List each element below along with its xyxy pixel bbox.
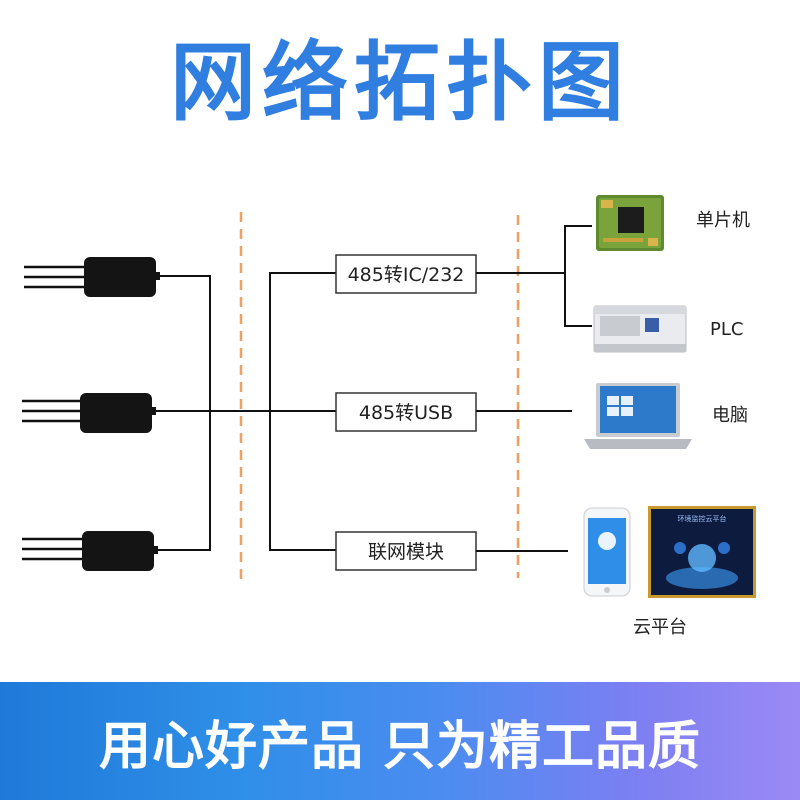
plc-label: PLC [710, 319, 743, 340]
plc-image [593, 305, 687, 353]
box-485-usb-label: 485转USB [359, 402, 453, 424]
box-485-ic-232-label: 485转IC/232 [348, 264, 465, 286]
cloud-label: 云平台 [633, 617, 687, 638]
middle-bus-lines [269, 272, 336, 551]
cloud-platform-image: 环境监控云平台 [648, 506, 756, 598]
page-title: 网络拓扑图 [170, 33, 630, 133]
sensor-2 [22, 393, 156, 433]
sensor-1 [24, 257, 160, 297]
box-network-module: 联网模块 [335, 531, 477, 571]
right-lines [476, 225, 592, 552]
banner-slogan: 用心好产品 只为精工品质 [98, 717, 702, 777]
computer-label: 电脑 [712, 405, 748, 426]
box-network-module-label: 联网模块 [368, 541, 444, 563]
sensor-3 [22, 531, 158, 571]
mcu-label: 单片机 [696, 210, 750, 231]
box-485-ic-232: 485转IC/232 [335, 254, 477, 294]
left-bus-lines [156, 275, 336, 551]
cloud-screen-title: 环境监控云平台 [678, 514, 727, 523]
phone-image [583, 507, 631, 597]
footer-banner: 用心好产品 只为精工品质 [0, 682, 800, 800]
network-topology-diagram: 485转IC/232 485转USB 联网模块 单片机 PLC [22, 195, 756, 638]
mcu-board-image [596, 195, 664, 251]
box-485-usb: 485转USB [335, 392, 477, 432]
laptop-image [584, 383, 692, 449]
